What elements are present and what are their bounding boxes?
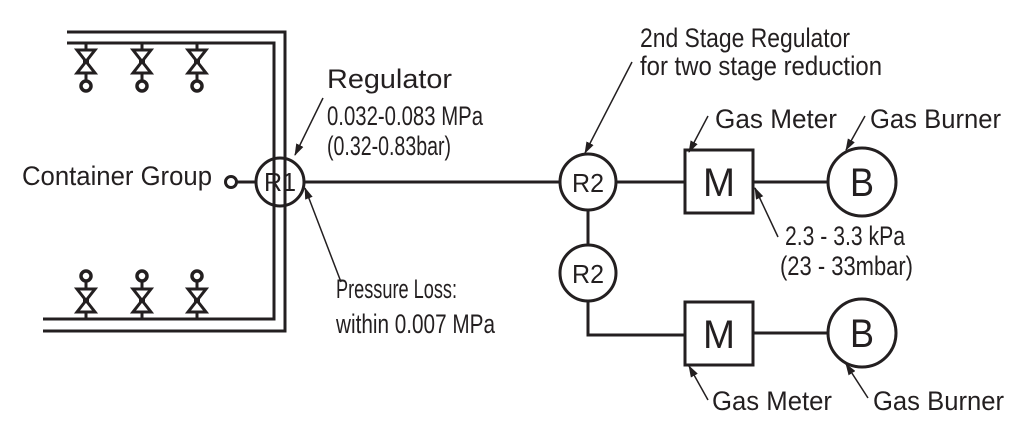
- regulator-pressure-mpa: 0.032-0.083 MPa: [327, 101, 484, 131]
- main-pipes: [304, 180, 828, 337]
- container-group-connection-icon: [224, 175, 238, 189]
- regulator-label: Regulator: [327, 64, 452, 94]
- gas-meter-top-label: Gas Meter: [715, 104, 837, 134]
- outlet-pressure-mbar: (23 - 33mbar): [780, 251, 913, 281]
- outlet-pressure-kpa: 2.3 - 3.3 kPa: [785, 221, 906, 251]
- top-cylinder-valves: [73, 43, 210, 93]
- gas-meter-bottom-arrow: [688, 365, 709, 401]
- gas-meter-top: M: [683, 148, 755, 215]
- gas-meter-bottom: M: [683, 300, 755, 367]
- pressure-loss-arrow: [304, 187, 342, 283]
- meter-bottom-label: M: [703, 313, 735, 357]
- gas-burner-top-arrow: [845, 115, 866, 151]
- cylinder-valve-icon: [73, 43, 99, 93]
- regulator-arrow: [294, 97, 324, 156]
- gas-burner-bottom-arrow: [845, 363, 869, 399]
- container-group-label: Container Group: [22, 161, 212, 191]
- leader-arrows: [294, 61, 869, 401]
- gas-meter-bottom-label: Gas Meter: [712, 386, 832, 416]
- second-stage-arrow: [584, 61, 633, 154]
- gas-burner-top: B: [826, 146, 898, 218]
- cylinder-valve-icon: [184, 269, 210, 319]
- bottom-cylinder-valves: [73, 269, 210, 319]
- cylinder-valve-icon: [184, 43, 210, 93]
- r2-bottom-label: R2: [572, 259, 604, 289]
- burner-top-label: B: [850, 161, 874, 205]
- regulator-r2-top: R2: [558, 152, 618, 212]
- regulator-pressure-bar: (0.32-0.83bar): [327, 131, 451, 161]
- cylinder-valve-icon: [129, 269, 155, 319]
- gas-burner-bottom-label: Gas Burner: [873, 386, 1004, 416]
- pressure-loss-value: within 0.007 MPa: [335, 309, 496, 339]
- burner-bottom-label: B: [850, 312, 874, 356]
- pressure-loss-label: Pressure Loss:: [336, 274, 457, 304]
- meter-top-label: M: [703, 161, 735, 205]
- cylinder-valve-icon: [129, 43, 155, 93]
- regulator-r1: R1: [254, 156, 306, 208]
- second-stage-label-line2: for two stage reduction: [640, 51, 882, 81]
- gas-meter-top-arrow: [688, 115, 709, 153]
- second-stage-label-line1: 2nd Stage Regulator: [640, 23, 850, 53]
- regulator-r2-bottom: R2: [558, 243, 618, 303]
- r2-top-label: R2: [572, 168, 604, 198]
- cylinder-valve-icon: [73, 269, 99, 319]
- r1-label: R1: [264, 167, 296, 197]
- gas-burner-bottom: B: [826, 297, 898, 369]
- outlet-pressure-arrow: [754, 187, 779, 238]
- header-pipes: [43, 30, 287, 333]
- gas-burner-top-label: Gas Burner: [870, 104, 1001, 134]
